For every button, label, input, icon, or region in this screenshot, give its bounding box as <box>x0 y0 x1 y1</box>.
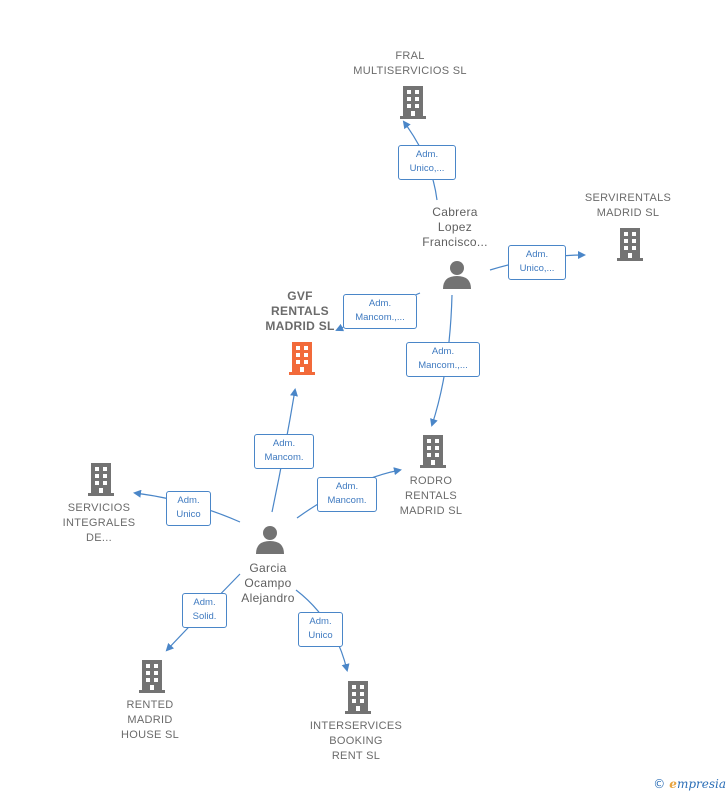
empresia-brand[interactable]: ©empresia <box>653 777 726 791</box>
company-label-rodro[interactable]: RODRO RENTALS MADRID SL <box>399 475 463 517</box>
building-icon[interactable] <box>417 433 449 469</box>
person-icon[interactable] <box>442 259 472 289</box>
edge-label-cabrera-gvf[interactable]: Adm. Mancom.,... <box>343 294 417 329</box>
company-label-servicios[interactable]: SERVICIOS INTEGRALES DE... <box>62 502 136 544</box>
company-label-servirentals[interactable]: SERVIRENTALS MADRID SL <box>584 192 672 219</box>
person-label-cabrera[interactable]: Cabrera Lopez Francisco... <box>422 205 488 249</box>
building-icon[interactable] <box>85 461 117 497</box>
copyright-symbol: © <box>653 777 666 791</box>
building-icon[interactable] <box>397 84 429 120</box>
edge-label-garcia-gvf[interactable]: Adm. Mancom. <box>254 434 314 469</box>
edge-label-garcia-rented[interactable]: Adm. Solid. <box>182 593 227 628</box>
company-label-rented[interactable]: RENTED MADRID HOUSE SL <box>120 699 180 741</box>
building-icon[interactable] <box>136 658 168 694</box>
company-label-gvf[interactable]: GVF RENTALS MADRID SL <box>265 289 335 333</box>
edge-label-garcia-interservices[interactable]: Adm. Unico <box>298 612 343 647</box>
company-label-interservices[interactable]: INTERSERVICES BOOKING RENT SL <box>309 720 403 762</box>
edge-label-garcia-servicios[interactable]: Adm. Unico <box>166 491 211 526</box>
building-icon[interactable] <box>342 679 374 715</box>
edge-label-cabrera-fral[interactable]: Adm. Unico,... <box>398 145 456 180</box>
building-icon-highlighted[interactable] <box>286 340 318 376</box>
company-label-fral[interactable]: FRAL MULTISERVICIOS SL <box>353 50 467 77</box>
person-label-garcia[interactable]: Garcia Ocampo Alejandro <box>241 561 295 605</box>
building-icon[interactable] <box>614 226 646 262</box>
brand-logo-letter: e <box>669 777 677 791</box>
edge-label-cabrera-servirentals[interactable]: Adm. Unico,... <box>508 245 566 280</box>
person-icon[interactable] <box>255 524 285 554</box>
edge-label-garcia-rodro[interactable]: Adm. Mancom. <box>317 477 377 512</box>
edge-label-cabrera-rodro[interactable]: Adm. Mancom.,... <box>406 342 480 377</box>
brand-name: mpresia <box>676 777 726 791</box>
